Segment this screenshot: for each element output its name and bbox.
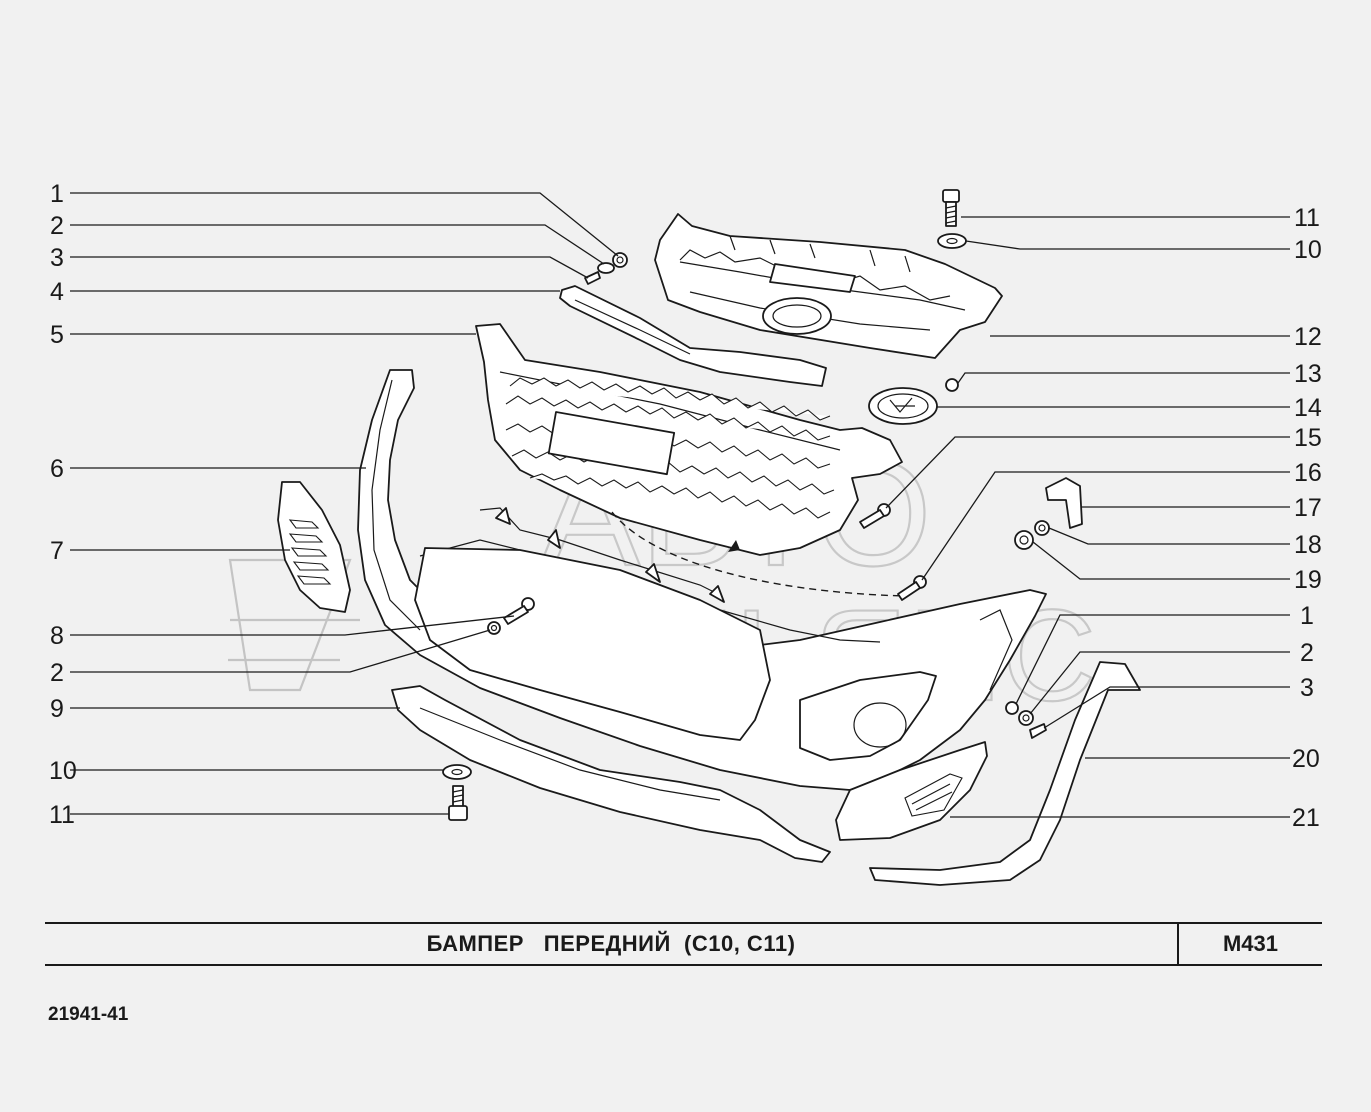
callout-3-right: 3	[1300, 674, 1314, 702]
callout-2-right: 2	[1300, 639, 1314, 667]
callouts-right: 11 10 12 13 14 15 16 17 18 19 1 2 3 20 2…	[1292, 204, 1322, 832]
nut-right	[1005, 701, 1019, 715]
callout-2: 2	[50, 212, 64, 240]
callout-8: 8	[50, 622, 64, 650]
callout-10-upper: 10	[1294, 236, 1322, 264]
leaders-left	[70, 192, 619, 815]
callout-1: 1	[50, 180, 64, 208]
callouts-left: 1 2 3 4 5 6 7 8 2 9 10 11	[49, 180, 77, 829]
bolt-top	[942, 189, 960, 227]
bumper-cover	[357, 369, 1047, 791]
washer-bottom	[442, 764, 472, 780]
callout-2-lower: 2	[50, 659, 64, 687]
washer-top	[937, 233, 967, 249]
clip-top	[597, 262, 615, 274]
callout-11-lower: 11	[49, 801, 75, 829]
leaders-right	[885, 216, 1290, 818]
callout-20: 20	[1292, 745, 1320, 773]
nut-top	[612, 252, 628, 268]
nut-emblem	[945, 378, 959, 392]
title-block-divider	[1177, 922, 1179, 966]
callout-9: 9	[50, 695, 64, 723]
grille-moulding	[559, 285, 827, 387]
callout-17: 17	[1294, 494, 1322, 522]
screw-top	[584, 271, 601, 285]
callout-13: 13	[1294, 360, 1322, 388]
callout-1-right: 1	[1300, 602, 1314, 630]
lower-grille	[475, 323, 903, 556]
callout-16: 16	[1294, 459, 1322, 487]
callout-21: 21	[1292, 804, 1320, 832]
clip-18	[1034, 520, 1050, 536]
callout-4: 4	[50, 278, 64, 306]
bolt-bottom	[448, 785, 468, 821]
bracket-17	[1045, 477, 1083, 529]
sheet-title: БАМПЕР ПЕРЕДНИЙ (С10, С11)	[426, 931, 796, 956]
screw-16	[897, 575, 927, 601]
install-arrow	[728, 540, 740, 552]
clip-right	[1018, 710, 1034, 726]
lower-spoiler	[391, 685, 831, 863]
screw-left	[503, 597, 535, 625]
callout-14: 14	[1294, 394, 1322, 422]
clip-left	[487, 621, 501, 635]
callout-12: 12	[1294, 323, 1322, 351]
callout-18: 18	[1294, 531, 1322, 559]
callout-3: 3	[50, 244, 64, 272]
side-trim	[869, 661, 1141, 886]
callout-11-upper: 11	[1294, 204, 1320, 232]
title-block	[45, 922, 1322, 966]
install-path	[611, 511, 906, 597]
callout-6: 6	[50, 455, 64, 483]
callout-15: 15	[1294, 424, 1322, 452]
callout-10-lower: 10	[49, 757, 77, 785]
callout-7: 7	[50, 537, 64, 565]
catalog-number: 21941-41	[48, 1004, 129, 1025]
callout-5: 5	[50, 321, 64, 349]
front-emblem	[868, 387, 938, 425]
fog-grille-left	[277, 481, 351, 613]
upper-grille	[654, 213, 1003, 359]
callout-19: 19	[1294, 566, 1322, 594]
sheet-code: М431	[1222, 931, 1279, 956]
nut-19	[1014, 530, 1034, 550]
fog-trim-right	[835, 741, 988, 841]
screw-right	[1029, 723, 1047, 739]
